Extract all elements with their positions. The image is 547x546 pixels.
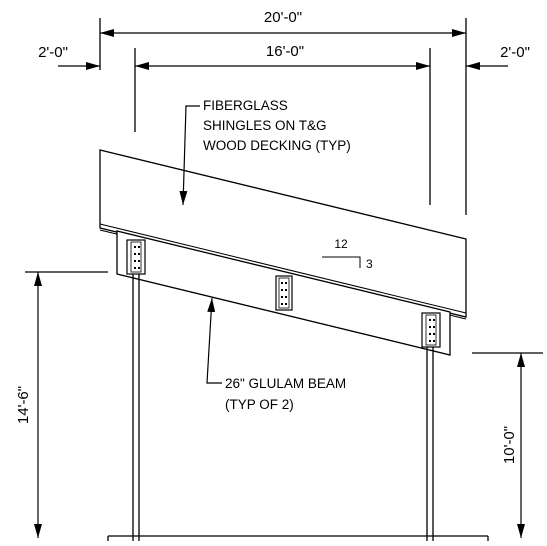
- slope-triangle: [322, 256, 361, 268]
- beam-note-leader: [206, 297, 222, 384]
- connector-left-inner: [130, 241, 142, 273]
- connector-right-bolts: [429, 319, 435, 342]
- connector-left-plate: [126, 239, 146, 275]
- dimension-right-height: 10'-0": [472, 352, 543, 538]
- connector-left: [126, 239, 146, 275]
- slope-run-label: 12: [334, 237, 348, 251]
- roof-deck-outline: [99, 149, 467, 318]
- roof-note: FIBERGLASS SHINGLES ON T&G WOOD DECKING …: [179, 98, 351, 206]
- beam-note-line-2: (TYP OF 2): [225, 397, 294, 412]
- dimension-left-height: 14'-6": [15, 271, 108, 538]
- roof-note-line-2: SHINGLES ON T&G: [203, 118, 327, 133]
- connector-middle-bolts: [281, 282, 287, 305]
- roof-note-line-1: FIBERGLASS: [203, 98, 288, 113]
- dimension-left-overhang: 2'-0": [38, 44, 100, 70]
- connector-middle: [275, 275, 293, 311]
- left-height-label: 14'-6": [15, 386, 32, 424]
- connector-left-bolts: [134, 246, 140, 269]
- beam-note-line-1: 26" GLULAM BEAM: [225, 376, 346, 391]
- slope-rise-label: 3: [366, 257, 373, 271]
- ground-base: [107, 535, 489, 541]
- dimension-right-overhang: 2'-0": [466, 44, 530, 70]
- connector-middle-plate: [275, 275, 293, 311]
- overall-width-label: 20'-0": [264, 9, 302, 26]
- inner-width-label: 16'-0": [266, 43, 304, 60]
- roof-note-line-3: WOOD DECKING (TYP): [203, 138, 351, 153]
- left-post: [132, 274, 140, 541]
- right-post: [426, 345, 434, 541]
- connector-right: [421, 312, 441, 348]
- roof-deck-inner-line: [99, 223, 467, 314]
- dimension-inner-width: 16'-0": [134, 43, 431, 205]
- connector-right-inner: [425, 314, 437, 346]
- dimension-overall-width: 20'-0": [99, 9, 467, 215]
- right-overhang-label: 2'-0": [500, 44, 530, 61]
- roof-note-leader: [179, 105, 200, 206]
- slope-indicator: 12 3: [322, 237, 373, 271]
- left-overhang-label: 2'-0": [38, 44, 68, 61]
- beam-note: 26" GLULAM BEAM (TYP OF 2): [206, 297, 346, 412]
- right-height-label: 10'-0": [501, 426, 518, 464]
- connector-middle-inner: [278, 277, 290, 309]
- connector-right-plate: [421, 312, 441, 348]
